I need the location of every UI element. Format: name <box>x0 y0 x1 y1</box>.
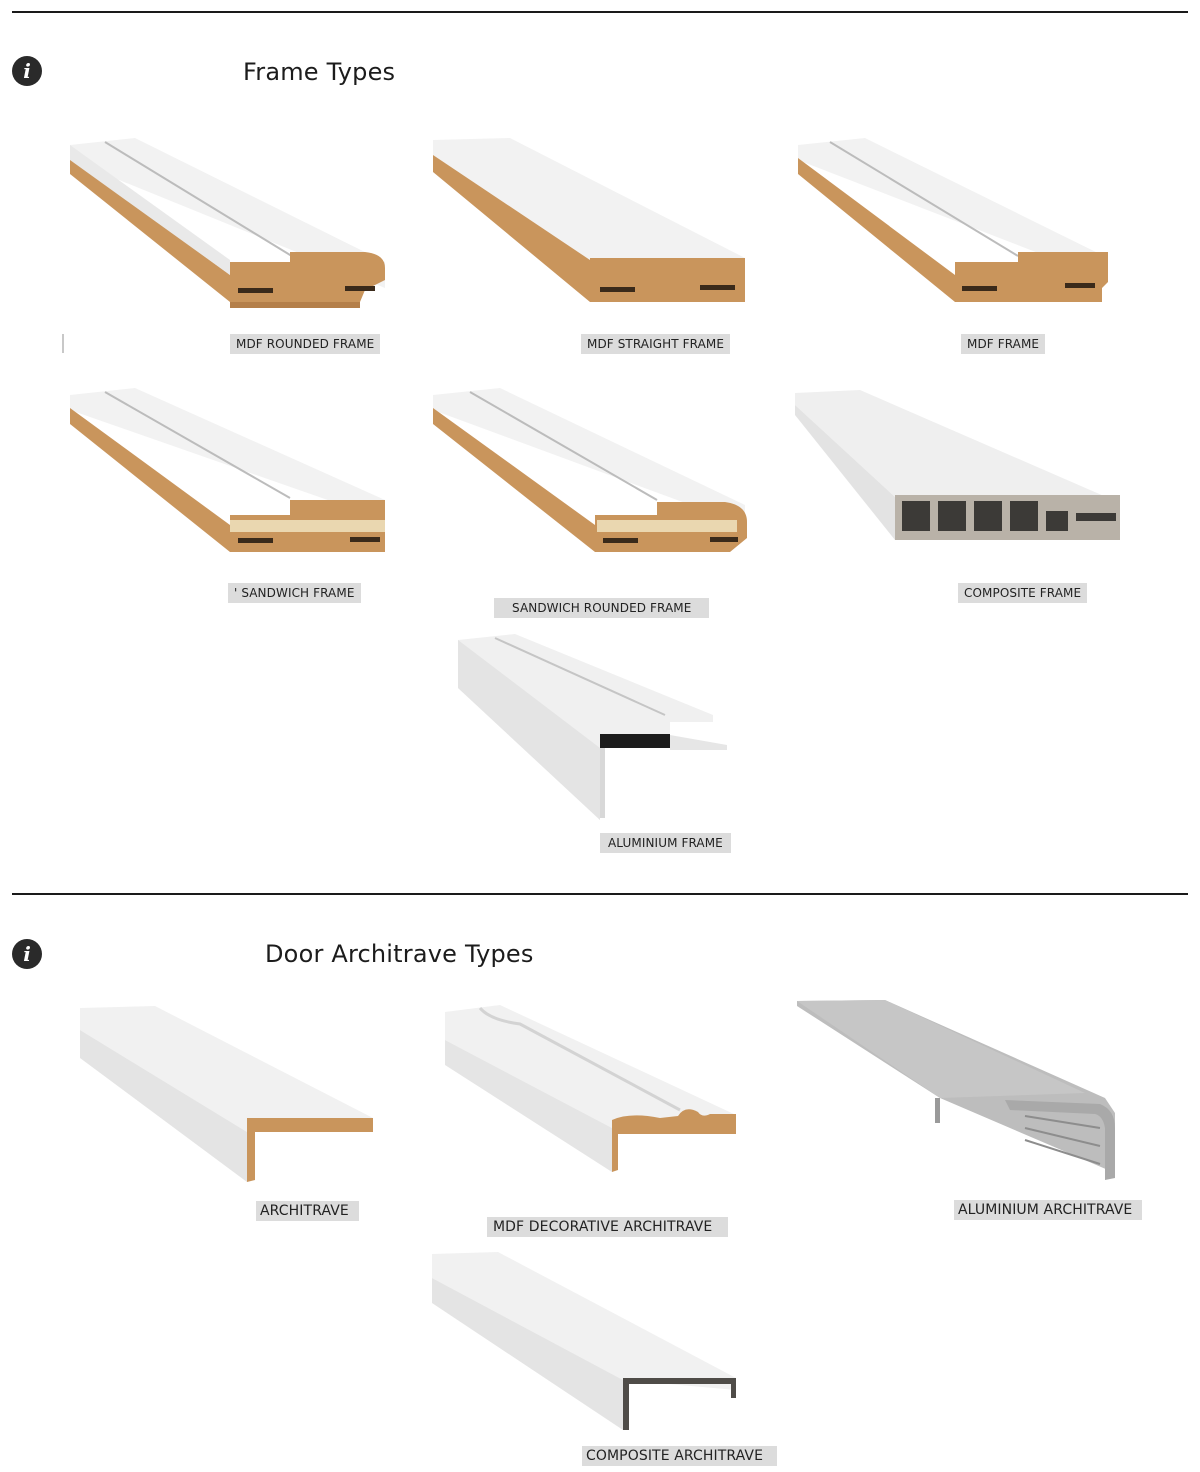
frame-label: ' SANDWICH FRAME <box>228 583 361 603</box>
architrave-label: MDF DECORATIVE ARCHITRAVE <box>487 1217 729 1237</box>
section-divider <box>12 11 1188 13</box>
section-divider <box>12 893 1188 895</box>
frame-label: MDF STRAIGHT FRAME <box>581 334 731 354</box>
architrave-label: COMPOSITE ARCHITRAVE <box>582 1446 778 1466</box>
frame-label: COMPOSITE FRAME <box>958 583 1088 603</box>
aluminium-architrave-image <box>795 998 1125 1188</box>
architrave-label: ARCHITRAVE <box>256 1201 359 1221</box>
architrave-label: ALUMINIUM ARCHITRAVE <box>954 1200 1143 1220</box>
info-icon[interactable]: i <box>12 939 42 969</box>
frame-label: ALUMINIUM FRAME <box>600 833 731 853</box>
marker-line <box>62 334 64 353</box>
frame-label: MDF FRAME <box>961 334 1046 354</box>
mdf-decorative-architrave-image <box>440 1000 750 1180</box>
composite-frame-image <box>790 385 1130 545</box>
composite-architrave-image <box>428 1248 748 1438</box>
sandwich-frame-image <box>60 380 400 560</box>
mdf-frame-image <box>790 130 1130 310</box>
sandwich-rounded-frame-image <box>425 380 765 560</box>
mdf-straight-frame-image <box>425 130 765 310</box>
info-icon[interactable]: i <box>12 56 42 86</box>
architrave-types-title: Door Architrave Types <box>265 940 534 968</box>
aluminium-frame-image <box>455 630 745 830</box>
mdf-rounded-frame-image <box>60 130 400 310</box>
frame-types-title: Frame Types <box>243 58 396 86</box>
architrave-image <box>75 1000 385 1190</box>
frame-label: SANDWICH ROUNDED FRAME <box>494 598 710 618</box>
frame-label: MDF ROUNDED FRAME <box>230 334 381 354</box>
